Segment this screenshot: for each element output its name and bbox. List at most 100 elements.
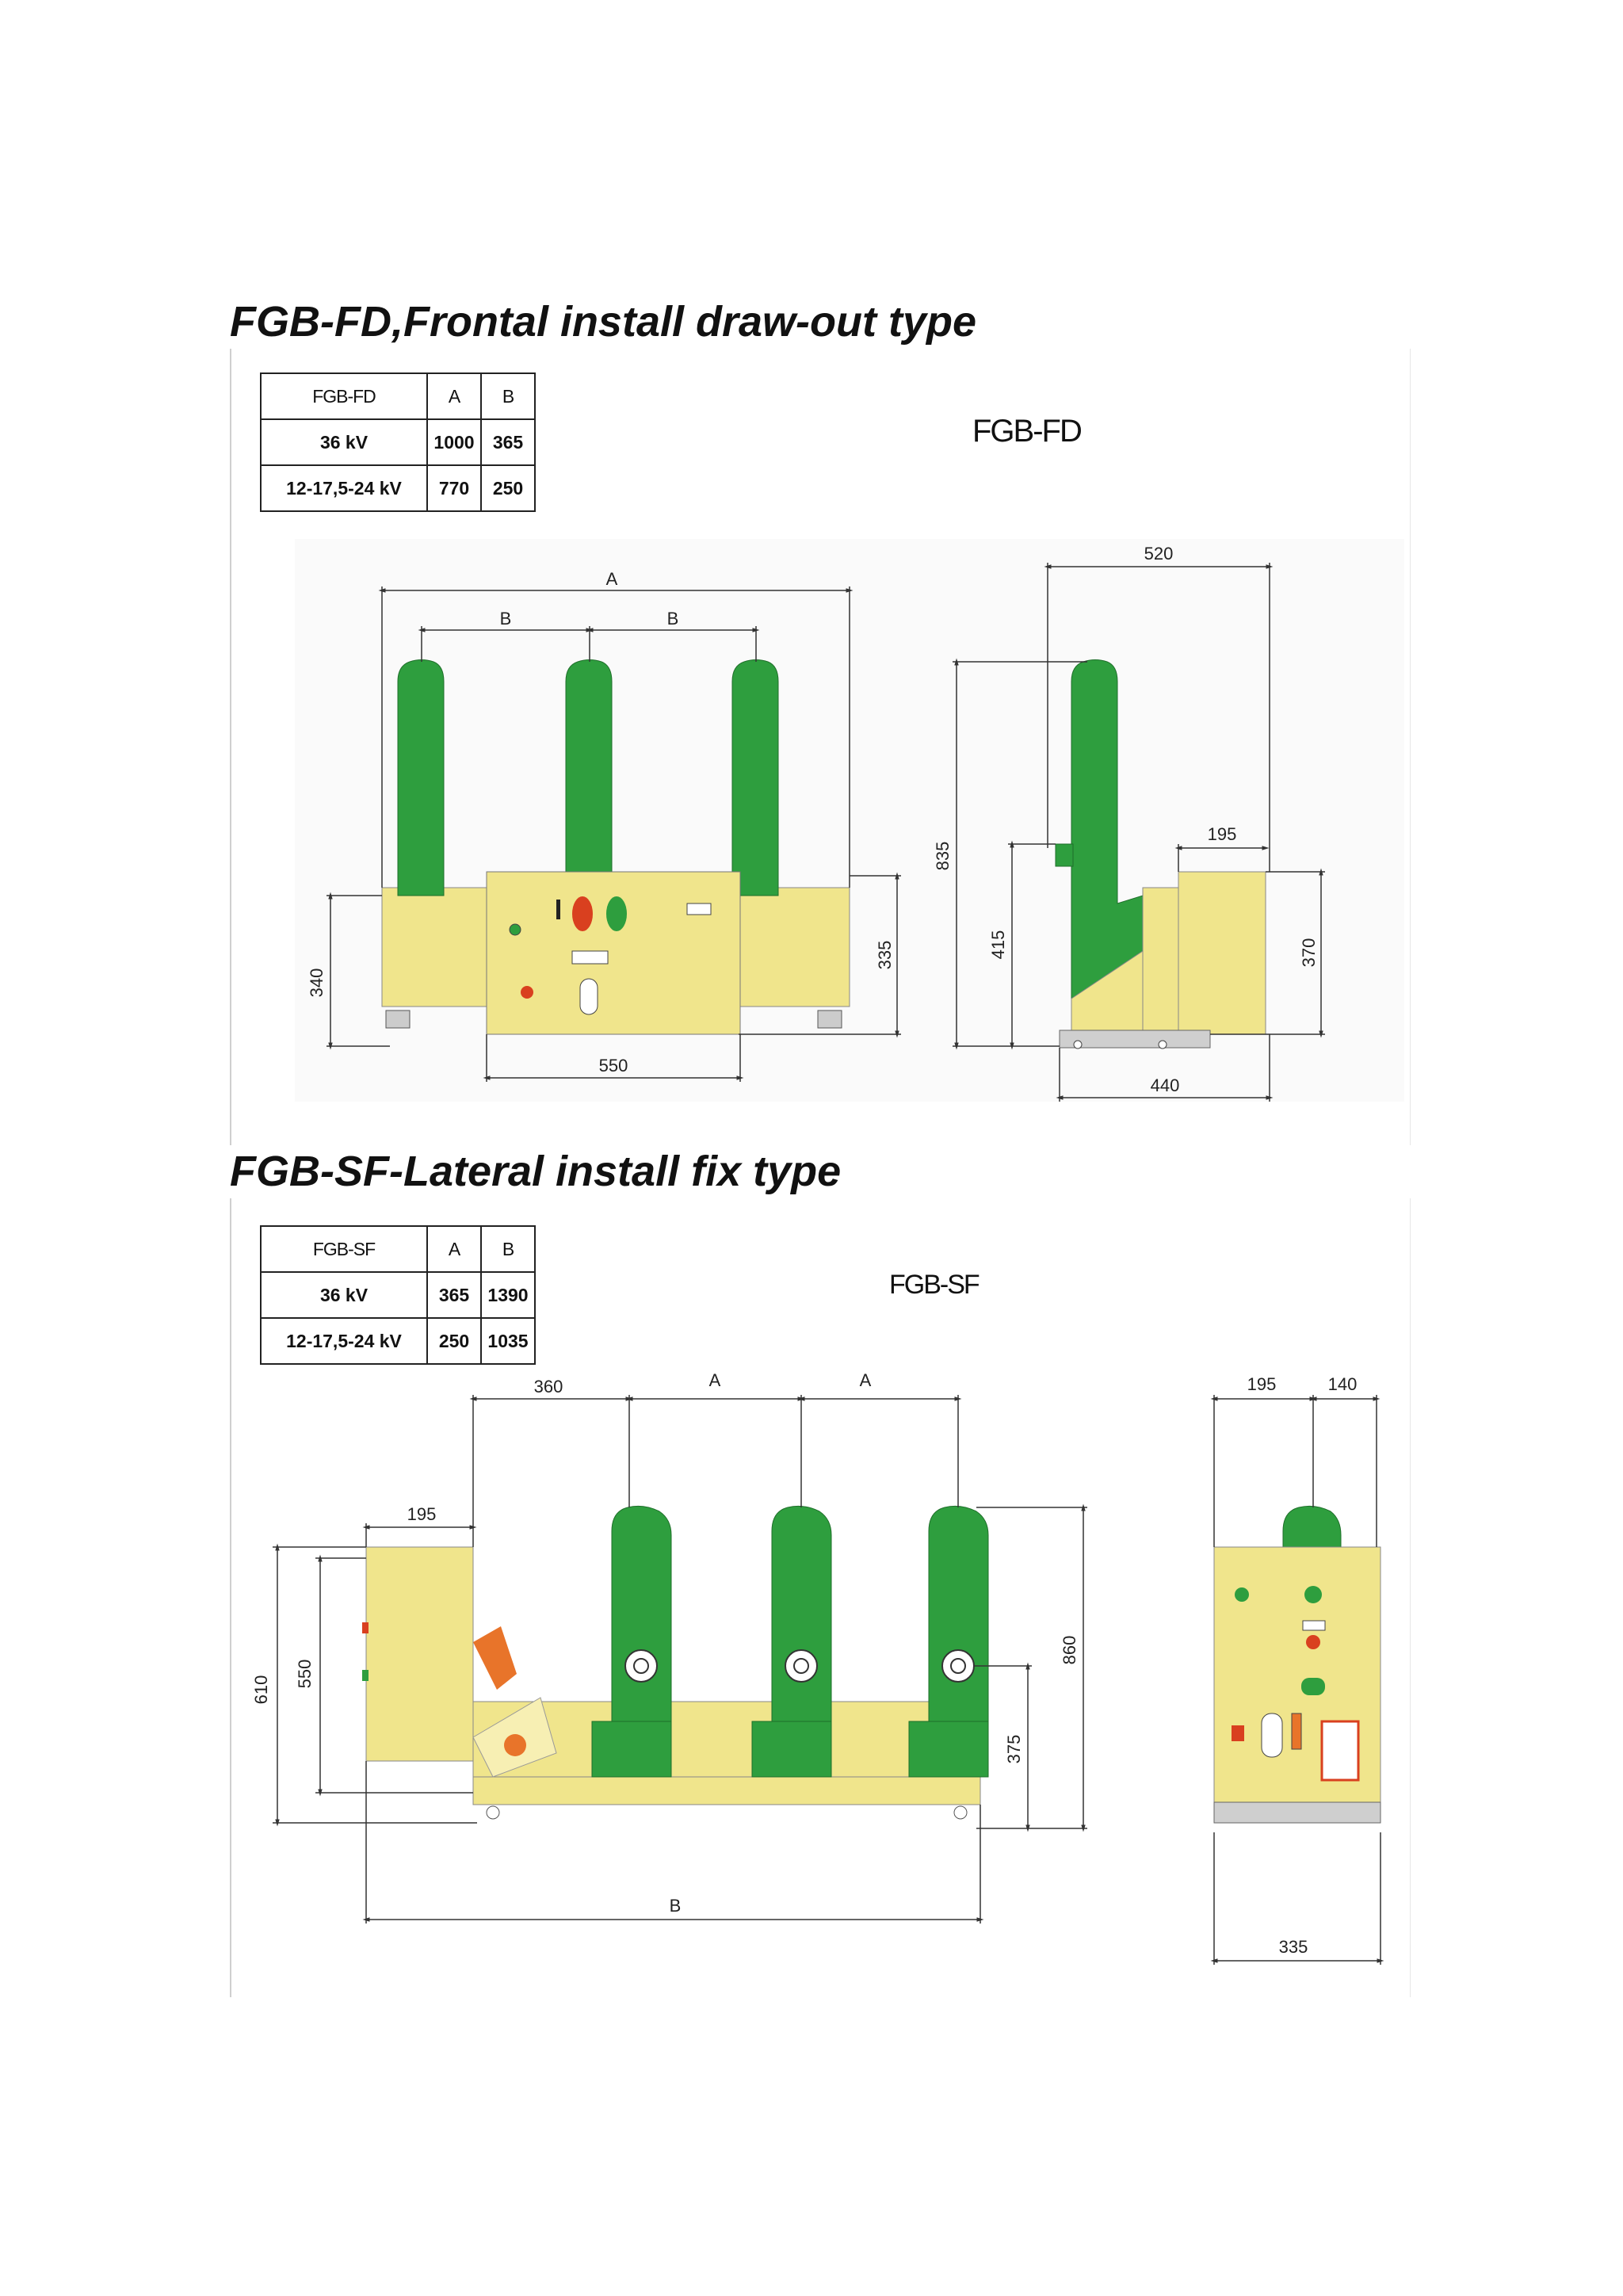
terminal-icon [633,1658,649,1674]
window-icon [686,903,712,915]
side-frame [1142,887,1179,1035]
wheel-icon [1073,1040,1083,1049]
section-heading-fd: FGB-FD,Frontal install draw-out type [230,298,976,346]
model-label-sf: FGB-SF [889,1270,980,1300]
dim-label-335: 335 [875,941,895,970]
front-view-sf: 195 140 335 [1210,1374,1384,1965]
table-cell-voltage: 12-17,5-24 kV [260,1317,428,1365]
dim-label-550: 550 [295,1660,315,1689]
table-cell-b: 1390 [480,1271,536,1319]
mechanism-box [486,871,741,1035]
dim-label-340: 340 [307,968,327,998]
dim-label-b: B [500,609,512,628]
emergency-button-icon [521,986,533,999]
pole-2 [565,659,613,896]
pole-3 [731,659,779,896]
pole-1 [397,659,445,896]
table-cell-voltage: 36 kV [260,418,428,466]
table-header-b: B [480,1225,536,1273]
emergency-button-icon [1232,1725,1244,1741]
table-cell-a: 250 [426,1317,482,1365]
dim-label-195: 195 [1247,1374,1277,1394]
table-cell-voltage: 36 kV [260,1271,428,1319]
table-cell-a: 770 [426,464,482,512]
dim-label-860: 860 [1060,1636,1079,1665]
lateral-view-sf: 360 A A 195 610 550 860 375 B [251,1370,1087,1924]
right-rail [738,887,850,1007]
table-cell-b: 250 [480,464,536,512]
dim-label-415: 415 [988,930,1008,960]
table-header-model: FGB-SF [260,1225,428,1273]
open-button-icon [1306,1635,1320,1649]
handle-slot-icon [579,978,598,1015]
section-heading-sf: FGB-SF-Lateral install fix type [230,1148,842,1195]
dim-label-140: 140 [1328,1374,1358,1394]
left-rail [381,887,494,1007]
dim-label-a: A [860,1370,872,1390]
indicator-slot [556,900,560,919]
mechanism-box [365,1546,474,1762]
counter-icon [571,950,609,965]
pole-1 [591,1505,672,1778]
pole-base-3 [908,1721,989,1778]
status-lamp-icon [1235,1587,1249,1602]
side-carriage [1059,1030,1211,1049]
drawing-panel-fd: FGB-FD A B 36 kV 1000 365 12-17,5-24 kV … [230,349,1411,1145]
table-header-model: FGB-FD [260,372,428,420]
table-cell-a: 365 [426,1271,482,1319]
dim-label-a: A [606,569,618,589]
spec-table-sf: FGB-SF A B 36 kV 365 1390 12-17,5-24 kV … [260,1225,536,1365]
table-cell-a: 1000 [426,418,482,466]
front-base [1213,1801,1381,1824]
front-view-fd: A B B 340 335 550 [307,569,901,1082]
table-cell-b: 1035 [480,1317,536,1365]
drawing-panel-sf: FGB-SF A B 36 kV 365 1390 12-17,5-24 kV … [230,1198,1411,1997]
green-indicator-icon [1301,1678,1325,1695]
dim-label-520: 520 [1144,544,1174,563]
dim-label-b: B [667,609,679,628]
dim-label-550: 550 [599,1056,628,1075]
dim-label-b: B [670,1896,682,1916]
table-row: 12-17,5-24 kV 250 1035 [260,1317,536,1365]
model-label-fd: FGB-FD [972,414,1083,449]
red-indicator-icon [362,1622,369,1633]
dim-label-a: A [709,1370,721,1390]
handle-slot-icon [1261,1713,1283,1758]
spec-table-fd: FGB-FD A B 36 kV 1000 365 12-17,5-24 kV … [260,372,536,512]
dim-label-835: 835 [933,842,953,871]
table-row: 36 kV 365 1390 [260,1271,536,1319]
dim-label-360: 360 [534,1377,563,1396]
breaker-drawing-fd: A B B 340 335 550 [295,539,1404,1102]
wheel-icon [953,1805,968,1820]
dim-label-195: 195 [1208,824,1237,844]
wheel-icon [1158,1040,1167,1049]
table-cell-voltage: 12-17,5-24 kV [260,464,428,512]
wheel-icon [486,1805,500,1820]
table-row: 36 kV 1000 365 [260,418,536,466]
wheel-right [817,1010,842,1029]
pole-2 [771,1505,832,1778]
table-header-b: B [480,372,536,420]
dim-label-610: 610 [251,1675,271,1705]
side-view-fd: 520 835 415 195 370 440 [933,544,1325,1102]
window-icon [1302,1620,1326,1631]
side-contact [1055,843,1074,867]
dim-label-335: 335 [1279,1937,1308,1957]
dim-label-370: 370 [1299,938,1319,968]
table-cell-b: 365 [480,418,536,466]
breaker-drawing-sf: 360 A A 195 610 550 860 375 B [251,1370,1384,1965]
dim-label-375: 375 [1004,1735,1024,1764]
pole-base-2 [751,1721,832,1778]
side-mechanism [1178,871,1266,1035]
close-button-icon [1304,1586,1322,1603]
open-button-icon [572,896,593,931]
base-plate [472,1776,981,1805]
dim-label-440: 440 [1151,1075,1180,1095]
table-header-a: A [426,372,482,420]
operating-lever-icon [473,1626,517,1690]
front-pole [1282,1505,1342,1548]
close-button-icon [606,896,627,931]
wheel-left [385,1010,411,1029]
table-row: 12-17,5-24 kV 770 250 [260,464,536,512]
dim-label-195: 195 [407,1504,437,1524]
